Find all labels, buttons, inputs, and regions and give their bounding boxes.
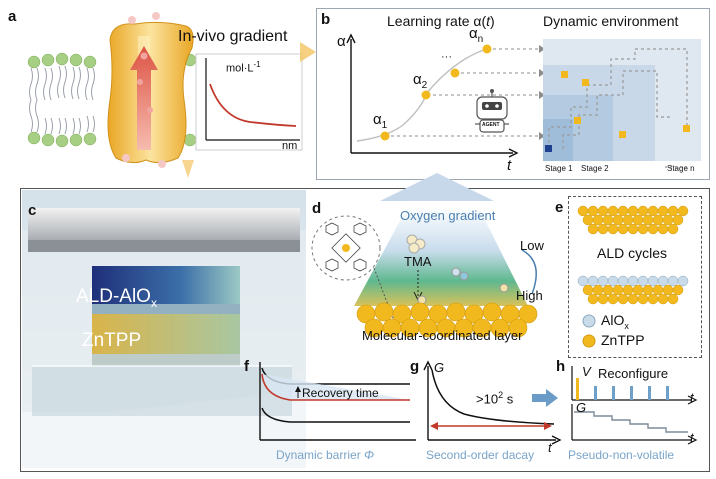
retention-exponent: 2 (498, 390, 504, 400)
b-x-axis-label: t (507, 157, 512, 174)
h-v-axis-label: V (582, 364, 591, 379)
learning-rate-plot (346, 33, 701, 168)
oxygen-gradient-label: Oxygen gradient (400, 208, 496, 223)
ald-cycles-illustration (577, 205, 689, 348)
alpha-dots: ··· (441, 51, 452, 63)
h-t-axis-label: t (690, 390, 694, 405)
alpha-n-label: αn (469, 25, 483, 45)
alpha-2-sub: 2 (421, 80, 428, 91)
panel-f-caption-symbol: Φ (364, 448, 375, 462)
retention-unit: s (503, 391, 514, 407)
stage-1-label: Stage 1 (545, 164, 573, 173)
retention-annotation: >102 s (476, 390, 513, 406)
alpha-n-sub: n (477, 34, 484, 45)
panel-a-label: a (8, 8, 17, 25)
b-y-axis-label: α (337, 33, 346, 50)
inset-ylabel: mol·L-1 (226, 60, 261, 75)
alpha-1-label: α1 (373, 111, 387, 131)
h-g-axis-label: G (576, 400, 587, 415)
pseudo-non-volatile-plot (571, 366, 698, 445)
panel-a-title: In-vivo gradient (178, 28, 288, 45)
oxygen-gradient-illustration (311, 206, 538, 338)
oxygen-gradient-arrow (380, 173, 494, 201)
panel-d-label: d (312, 200, 322, 217)
layer-alo-sub: x (150, 295, 157, 310)
legend-alox-sub: x (624, 320, 629, 331)
g-x-axis-label: t (548, 440, 552, 455)
stage-2-label: Stage 2 (581, 164, 609, 173)
panel-c-label: c (28, 202, 37, 219)
layer-alo-label: ALD-AlOx (76, 286, 157, 310)
tma-label: TMA (404, 254, 432, 269)
panel-f: f Recovery time Dynamic barrier Φ (244, 358, 422, 470)
alpha-1-sub: 1 (381, 120, 388, 131)
recovery-time-label: Recovery time (302, 386, 379, 400)
panel-d: d Oxygen gradient Low High TMA Molecular… (308, 196, 556, 356)
panel-b-title-left: Learning rate α(t) (387, 13, 495, 29)
ald-cycles-label: ALD cycles (597, 245, 668, 261)
second-order-decay-plot (423, 360, 562, 445)
panel-f-caption: Dynamic barrier Φ (276, 448, 374, 462)
dynamic-barrier-plot (259, 362, 416, 441)
reconfigure-label: Reconfigure (598, 366, 669, 381)
agent-label: AGENT (482, 122, 500, 128)
panel-h: h V Reconfigure t G t Pseudo-non-volatil… (556, 358, 706, 470)
panel-e-label: e (555, 199, 564, 216)
panel-h-caption: Pseudo-non-volatile (568, 448, 675, 462)
retention-value: >10 (476, 391, 499, 407)
panel-g: g G t >102 s Second-order dacay (410, 358, 564, 470)
panel-g-label: g (410, 358, 420, 375)
alpha-1-symbol: α (373, 111, 382, 128)
panel-b-title-right: Dynamic environment (543, 13, 679, 29)
learning-rate-t: t (486, 13, 491, 29)
inset-ylabel-sup: -1 (253, 60, 261, 69)
alpha-2-label: α2 (413, 71, 427, 91)
legend-alox-base: AlO (601, 312, 625, 328)
inset-xlabel: nm (282, 140, 298, 152)
panel-g-caption: Second-order dacay (426, 448, 535, 462)
panel-c: c ALD-AlOx ZnTPP (22, 190, 306, 468)
panel-e: e ALD cycles AlOx ZnTPP (555, 196, 702, 358)
layer-zntpp-label: ZnTPP (82, 330, 142, 351)
learning-rate-close: ) (490, 13, 495, 29)
alpha-2-symbol: α (413, 71, 422, 88)
legend-alox-label: AlOx (601, 312, 629, 331)
legend-zntpp-swatch (582, 334, 596, 348)
bottom-frame (20, 188, 710, 472)
low-label: Low (520, 238, 544, 253)
layer-alo-base: ALD-AlO (76, 286, 151, 307)
high-label: High (516, 288, 543, 303)
h-t-axis-label-bottom: t (690, 430, 694, 445)
panel-b: b Learning rate α(t) Dynamic environment… (316, 8, 710, 180)
panel-f-label: f (244, 358, 249, 375)
panel-b-label: b (321, 11, 331, 28)
stage-n-label: Stage n (667, 164, 695, 173)
device-stack-illustration (22, 190, 306, 468)
legend-zntpp-label: ZnTPP (601, 332, 645, 348)
molecular-layer-label: Molecular-coordinated layer (362, 328, 523, 343)
agent-robot-icon (475, 89, 509, 133)
panel-h-label: h (556, 358, 566, 375)
membrane-illustration (27, 12, 316, 178)
panel-a: a In-vivo gradient mol·L-1 nm (0, 0, 316, 180)
inset-ylabel-base: mol·L (226, 62, 254, 75)
g-y-axis-label: G (434, 360, 445, 375)
panel-f-caption-text: Dynamic barrier (276, 448, 365, 462)
alpha-n-symbol: α (469, 25, 478, 42)
g-to-h-arrow (532, 389, 558, 407)
legend-alox-swatch (582, 314, 596, 328)
learning-rate-text: Learning rate α( (387, 13, 487, 29)
